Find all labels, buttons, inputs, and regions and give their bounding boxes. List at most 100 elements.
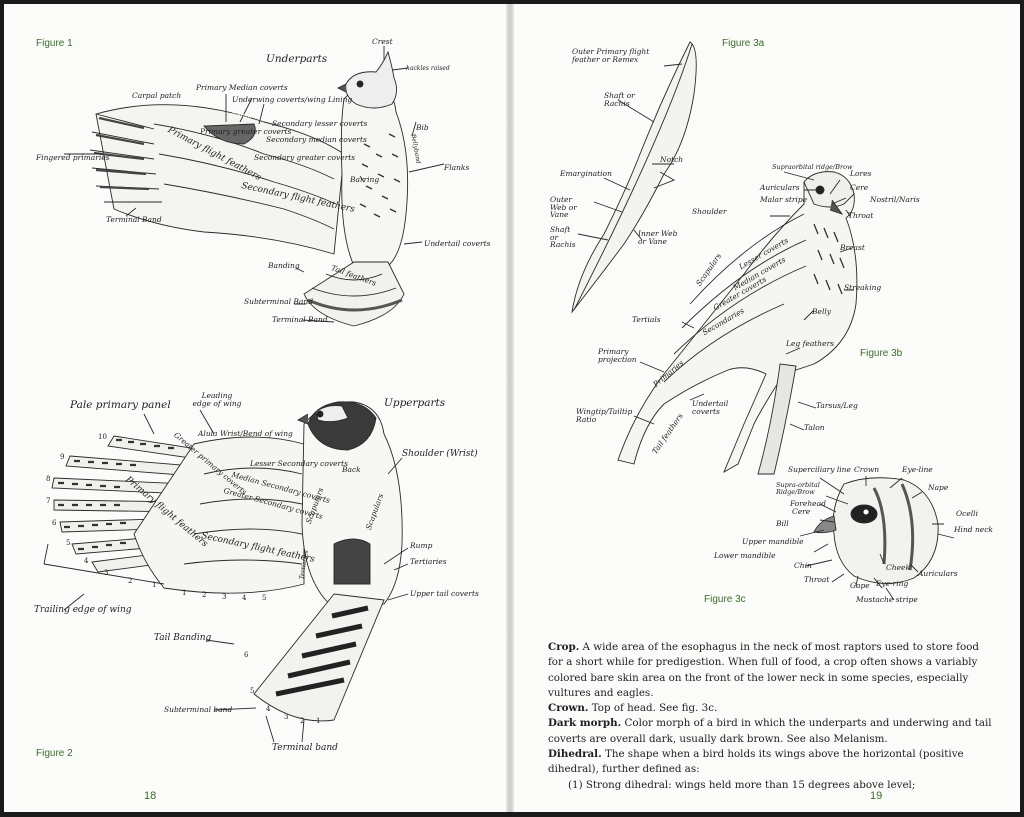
label-fingered-primaries: Fingered primaries [36,153,110,162]
label-subterminal-band: Subterminal Band [244,297,314,306]
label-underwing-coverts: Underwing coverts/wing Lining [232,95,353,104]
label-secondary-median: Secondary median coverts [266,135,367,144]
label-cheek: Cheek [886,563,910,572]
label-emargination: Emargination [560,169,612,178]
secondary-num-1: 1 [182,589,187,597]
label-gape: Gape [850,581,870,590]
term-crown: Crown. [548,702,589,715]
glossary-definitions: Crop. A wide area of the esophagus in th… [548,640,996,793]
term-crop: Crop. [548,641,580,653]
label-undertail-coverts-3b: Undertail coverts [692,399,729,416]
figure-1-illustration [64,46,445,327]
text-crown: Top of head. See fig. 3c. [588,702,718,715]
label-banding: Banding [268,261,300,270]
label-tarsus: Tarsus/Leg [816,401,858,410]
primary-num-8: 8 [46,475,51,483]
label-shoulder-wrist: Shoulder (Wrist) [402,449,478,459]
text-strong-dihedral: (1) Strong dihedral: wings held more tha… [568,778,916,791]
label-bib: Bib [416,123,429,132]
definition-crown: Crown. Top of head. See fig. 3c. [548,701,996,716]
label-eye-line: Eye-line [902,465,933,474]
label-comma: Comma [230,111,259,120]
page-number-left: 18 [144,790,157,802]
label-subterminal-band-2: Subterminal band [164,705,233,714]
tail-num-4: 4 [266,705,271,713]
figure-2-label: Figure 2 [36,748,73,759]
fig2-title: Upperparts [384,397,446,409]
label-superciliary: Superciliary line [788,465,851,474]
label-malar: Malar stripe [760,195,808,204]
fig1-title: Underparts [266,53,328,65]
secondary-num-4: 4 [242,594,247,602]
label-belly: Belly [812,307,831,316]
label-forehead: Forehead [790,499,826,508]
secondary-num-5: 5 [262,594,267,602]
primary-num-3: 3 [104,569,109,577]
text-crop: A wide area of the esophagus in the neck… [548,641,979,699]
label-lower-mandible: Lower mandible [714,551,776,560]
secondary-num-2: 2 [202,591,207,599]
figure-3-illustrations [571,41,955,601]
label-auriculars-3b: Auriculars [760,183,800,192]
page-number-right: 19 [870,790,883,802]
left-page: Figure 1 Figure 2 18 [4,4,506,812]
text-dihedral: The shape when a bird holds its wings ab… [548,748,964,776]
label-upper-tail-coverts: Upper tail coverts [410,589,479,598]
label-tertiaries: Tertiaries [410,557,447,566]
label-terminal-band-tail: Terminal Band [272,315,328,324]
primary-num-7: 7 [46,497,51,505]
definition-strong-dihedral: (1) Strong dihedral: wings held more tha… [548,778,996,793]
tail-num-3: 3 [284,713,289,721]
label-supraorbital: Supraorbital ridge/Brow [772,163,853,171]
label-outer-web: Outer Web or Vane [550,195,577,219]
primary-num-1: 1 [152,581,157,589]
label-mustache: Mustache stripe [856,595,918,604]
secondary-num-3: 3 [222,593,227,601]
label-flanks: Flanks [444,163,470,172]
label-tail-banding: Tail Banding [154,633,212,643]
label-rump: Rump [410,541,433,550]
figure-3a-label: Figure 3a [722,38,765,49]
label-undertail-coverts: Undertail coverts [424,239,491,248]
text-dark-morph: Color morph of a bird in which the under… [548,717,992,745]
primary-num-6: 6 [52,519,57,527]
tail-num-1: 1 [316,717,321,725]
primary-num-10: 10 [98,433,107,441]
label-chin: Chin [794,561,812,570]
label-leading-edge: Leading edge of wing [192,391,242,408]
label-talon: Talon [804,423,825,432]
primary-num-4: 4 [84,557,89,565]
label-terminal-band-wing: Terminal Band [106,215,162,224]
label-nape: Nape [928,483,949,492]
label-supra-orbital: Supra-orbital Ridge/Brow [776,481,820,496]
label-primary-median: Primary Median coverts [196,83,288,92]
term-dark-morph: Dark morph. [548,717,622,730]
label-lores: Lores [850,169,872,178]
label-bill: Bill [776,519,789,528]
tail-num-6: 6 [244,651,249,659]
label-crown: Crown [854,465,880,474]
primary-num-5: 5 [66,539,71,547]
label-primary-projection: Primary projection [598,347,637,364]
tail-num-5: 5 [250,687,255,695]
label-crest: Crest [372,37,393,46]
label-cere-3b: Cere [850,183,869,192]
definition-crop: Crop. A wide area of the esophagus in th… [548,640,996,701]
book-gutter [506,4,514,812]
right-page: Figure 3a Figure 3b Figure 3c 19 [514,4,1020,812]
figure-2-illustration [43,401,409,743]
label-wingtip-ratio: Wingtip/Tailtip Ratio [576,407,633,424]
label-trailing-edge: Trailing edge of wing [34,605,132,615]
primary-num-2: 2 [128,577,133,585]
label-back: Back [342,465,361,474]
label-throat-3c: Throat [804,575,830,584]
label-shaft: Shaft or Rachis [604,91,635,108]
label-hind-neck: Hind neck [954,525,993,534]
label-secondary-lesser: Secondary lesser coverts [272,119,368,128]
figure-1-label: Figure 1 [36,38,73,49]
label-barring: Barring [350,175,380,184]
label-inner-web: Inner Web or Vane [638,229,678,246]
label-shoulder-3b: Shoulder [692,207,727,216]
label-ocelli: Ocelli [956,509,978,518]
label-cere-3c: Cere [792,507,811,516]
